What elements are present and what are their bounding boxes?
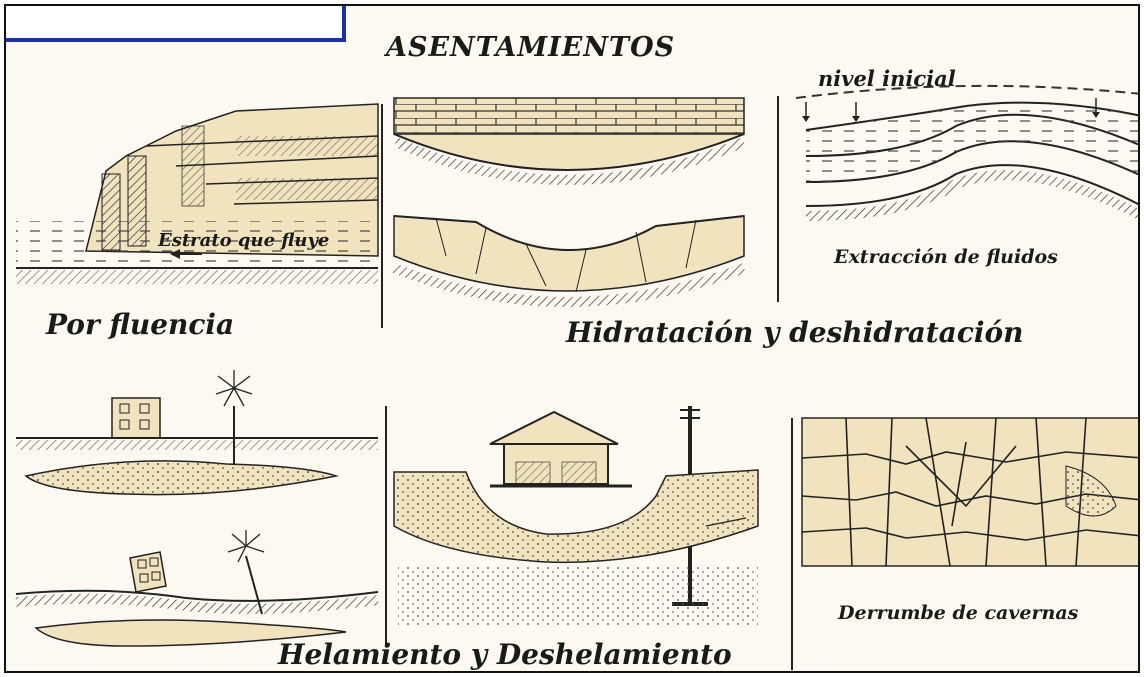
estrato-label: Estrato que fluye [158, 230, 330, 251]
blue-corner-tab [6, 6, 346, 42]
diagram-title: ASENTAMIENTOS [386, 32, 676, 63]
diagram-frame: ASENTAMIENTOS nivel inicial Estrato que … [4, 4, 1140, 673]
nivel-inicial-label: nivel inicial [818, 66, 956, 91]
caption-derrumbe: Derrumbe de cavernas [838, 602, 1079, 624]
caption-hidratacion: Hidratación y deshidratación [566, 316, 1024, 349]
panel-helamiento-drawing [15, 370, 379, 647]
diagram-artwork [15, 84, 1138, 670]
panel-casa-drawing [393, 406, 759, 626]
caption-extraccion: Extracción de fluidos [834, 246, 1058, 268]
caption-helamiento: Helamiento y Deshelamiento [278, 638, 732, 671]
panel-derrumbe-drawing [801, 417, 1138, 567]
panel-hidratacion-drawing [392, 97, 746, 307]
panel-fluencia-drawing [16, 103, 379, 284]
panel-extraccion-drawing [795, 84, 1138, 221]
caption-fluencia: Por fluencia [46, 308, 235, 341]
